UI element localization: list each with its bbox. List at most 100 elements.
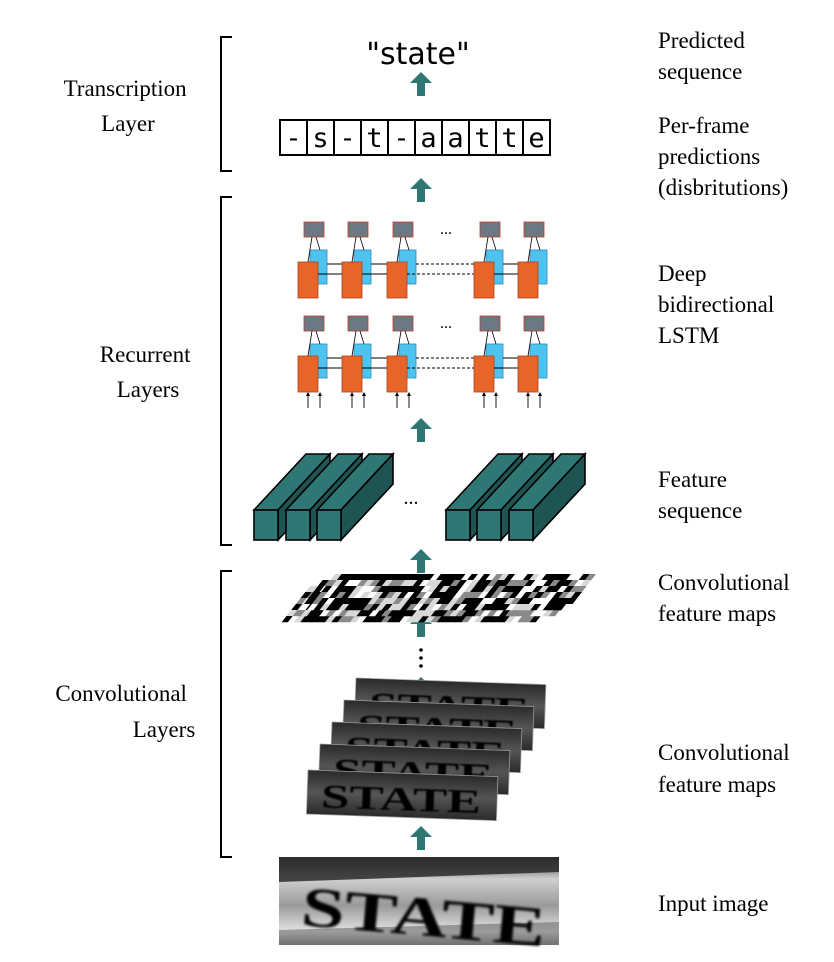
feature-map-pixel <box>343 616 356 623</box>
label-lstm-line3: LSTM <box>658 323 719 348</box>
frame-prediction-char: a <box>420 123 436 154</box>
feature-map-pixel <box>476 586 488 593</box>
conv-feature-maps-top-graphic <box>281 574 597 623</box>
feature-map-pixel <box>516 598 528 605</box>
lstm-output-node <box>479 221 501 238</box>
feature-map-pixel <box>443 610 455 617</box>
feature-map-pixel <box>381 580 393 587</box>
feature-map-pixel <box>455 610 467 617</box>
feature-map-pixel <box>361 574 373 581</box>
feature-map-pixel <box>317 580 330 587</box>
lstm-ellipsis: ... <box>440 315 452 332</box>
lstm-connection <box>404 330 410 345</box>
feature-map-pixel <box>322 592 335 599</box>
feature-map-pixel <box>386 598 398 605</box>
feature-map-pixel <box>364 586 376 593</box>
feature-map-pixel <box>345 586 358 593</box>
feature-map-pixel <box>525 586 538 593</box>
feature-map-pixel <box>442 616 455 623</box>
feature-map-pixel <box>437 604 449 611</box>
frame-prediction-box <box>522 119 551 156</box>
feature-map-pixel <box>336 574 349 581</box>
feature-map-pixel <box>305 586 317 593</box>
feature-map-pixel <box>423 598 435 605</box>
feature-map-pixel <box>352 586 364 593</box>
label-per-frame-line2: predictions <box>658 144 760 169</box>
feature-map-pixel <box>321 586 333 593</box>
feature-map-pixel <box>479 574 491 581</box>
feature-map-pixel <box>338 604 350 611</box>
frame-prediction-box <box>468 119 497 156</box>
feature-sequence-ellipsis: ... <box>404 487 419 509</box>
feature-map-pixel <box>337 616 349 623</box>
feature-map-pixel <box>300 616 312 623</box>
lstm-output-node <box>479 315 501 332</box>
feature-map-pixel <box>431 580 443 587</box>
feature-map-pixel <box>331 610 343 617</box>
feature-map-pixel <box>333 586 345 593</box>
feature-map-pixel <box>530 604 542 611</box>
feature-map-pixel <box>412 580 424 587</box>
feature-map-pixel <box>375 604 387 611</box>
lstm-connection <box>535 330 541 345</box>
feature-map-pixel <box>553 574 566 581</box>
feature-map-pixel <box>380 616 393 623</box>
lstm-output-node <box>392 315 414 332</box>
feature-map-pixel <box>528 574 541 581</box>
lstm-forward-cell <box>517 355 539 393</box>
frame-prediction-box <box>495 119 524 156</box>
feature-map-pixel <box>442 574 454 581</box>
feature-map-pixel <box>303 598 316 605</box>
feature-map-pixel <box>355 574 367 581</box>
feature-map-pixel <box>458 592 471 599</box>
feature-map-pixel <box>443 580 455 587</box>
feature-map-pixel <box>287 616 300 623</box>
feature-map-pixel <box>497 574 510 581</box>
lstm-connection <box>351 330 357 357</box>
feature-map-pixel <box>505 580 517 587</box>
feature-map-pixel <box>407 586 420 593</box>
feature-map-pixel <box>542 604 555 611</box>
feature-map-pixel <box>381 610 393 617</box>
feature-map-pixel <box>466 598 479 605</box>
feature-map-pixel <box>330 598 342 605</box>
lstm-connection <box>491 236 497 251</box>
label-conv-bottom-line2: feature maps <box>658 772 776 797</box>
feature-map-pixel <box>551 592 564 599</box>
feature-map-pixel <box>451 586 463 593</box>
feature-map-pixel <box>348 598 361 605</box>
feature-map-pixel <box>474 580 486 587</box>
feature-map-pixel <box>356 616 368 623</box>
feature-map-pixel <box>504 574 516 581</box>
feature-map-pixel <box>566 574 578 581</box>
feature-map-pixel <box>392 598 404 605</box>
feature-map-pixel <box>300 592 312 599</box>
feature-map-pixel <box>448 574 460 581</box>
feature-map-pixel <box>281 616 294 623</box>
feature-map-pixel <box>426 586 438 593</box>
lstm-output-node <box>523 221 545 238</box>
lstm-input-arrowhead <box>318 392 322 396</box>
lstm-connection <box>535 236 541 251</box>
feature-map-pixel <box>519 586 531 593</box>
label-feature-line2: sequence <box>658 498 742 523</box>
feature-map-pixel <box>517 616 529 623</box>
feature-map-pixel <box>307 604 319 611</box>
feature-map-pixel <box>468 580 480 587</box>
lstm-connection <box>315 330 321 345</box>
feature-map-pixel <box>491 598 503 605</box>
feature-map-pixel <box>480 604 493 611</box>
lstm-output-node <box>347 221 369 238</box>
feature-map-pixel <box>473 574 485 581</box>
feature-map-pixel <box>401 586 414 593</box>
feature-map-pixel <box>486 604 499 611</box>
feature-map-pixel <box>558 592 570 599</box>
frame-prediction-box <box>333 119 362 156</box>
lstm-input-arrowhead <box>407 392 411 396</box>
feature-map-pixel <box>406 604 418 611</box>
feature-map-pixel <box>462 580 474 587</box>
feature-map-pixel <box>486 616 498 623</box>
feature-map-pixel <box>486 580 499 587</box>
feature-map-pixel <box>434 592 446 599</box>
